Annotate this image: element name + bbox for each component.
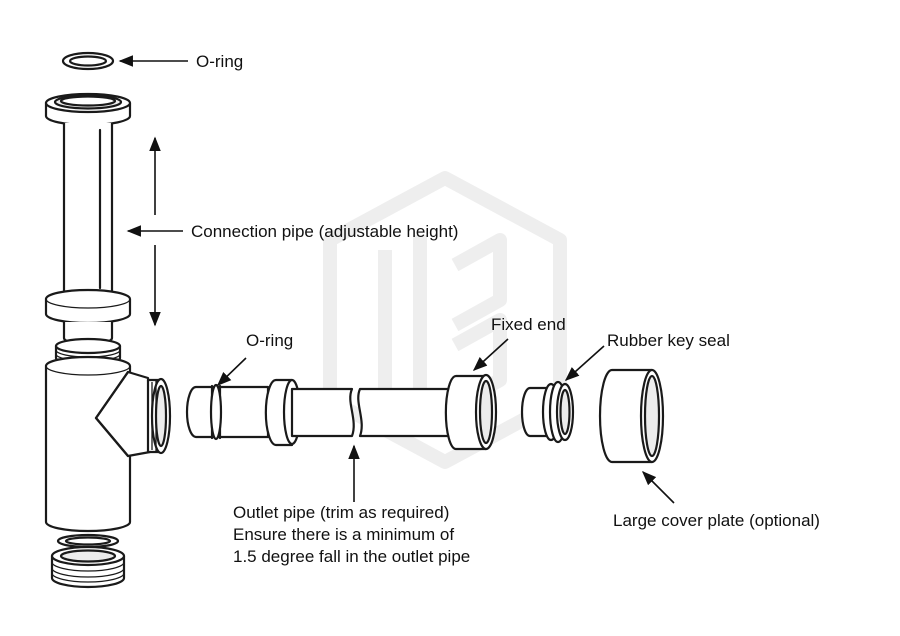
label-outlet-pipe-line2: Ensure there is a minimum of xyxy=(233,525,454,544)
label-fixed-end: Fixed end xyxy=(491,315,566,334)
trap-body xyxy=(44,337,172,533)
top-o-ring xyxy=(61,51,115,71)
outlet-pipe xyxy=(185,373,498,451)
label-top-o-ring: O-ring xyxy=(196,52,243,71)
label-outlet-pipe-line3: 1.5 degree fall in the outlet pipe xyxy=(233,547,470,566)
label-rubber-key-seal: Rubber key seal xyxy=(607,331,730,350)
large-cover-plate xyxy=(598,368,665,464)
label-outlet-pipe-line1: Outlet pipe (trim as required) xyxy=(233,503,449,522)
connection-pipe xyxy=(44,92,132,346)
bottom-seal-and-nut xyxy=(50,533,126,589)
label-cover-plate: Large cover plate (optional) xyxy=(613,511,820,530)
label-connection-pipe: Connection pipe (adjustable height) xyxy=(191,222,458,241)
watermark-logo xyxy=(323,171,567,469)
rubber-key-seal xyxy=(520,380,575,444)
label-o-ring: O-ring xyxy=(246,331,293,350)
callout-arrows xyxy=(118,55,675,504)
